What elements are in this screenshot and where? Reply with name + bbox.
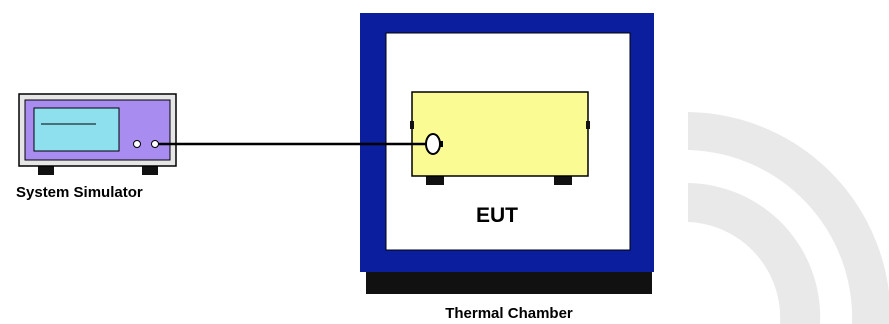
eut-body (411, 91, 589, 177)
simulator-label: System Simulator (16, 184, 143, 201)
chamber-label: Thermal Chamber (445, 305, 573, 322)
watermark-arc-outer (688, 112, 889, 324)
eut-device (410, 91, 590, 185)
eut-connector-tip (439, 141, 443, 147)
simulator-foot-left (38, 166, 54, 175)
simulator-port-2 (151, 140, 159, 148)
eut-foot-left (426, 176, 444, 185)
eut-side-mark-left (410, 121, 414, 129)
chamber-base (366, 272, 652, 294)
simulator-screen (33, 107, 120, 152)
eut-connector (425, 133, 441, 155)
eut-side-mark-right (586, 121, 590, 129)
simulator-port-1 (133, 140, 141, 148)
watermark-logo (688, 112, 889, 324)
eut-label: EUT (476, 204, 518, 227)
eut-foot-right (554, 176, 572, 185)
watermark-arc-inner (688, 183, 821, 324)
simulator-foot-right (142, 166, 158, 175)
system-simulator (18, 93, 177, 175)
